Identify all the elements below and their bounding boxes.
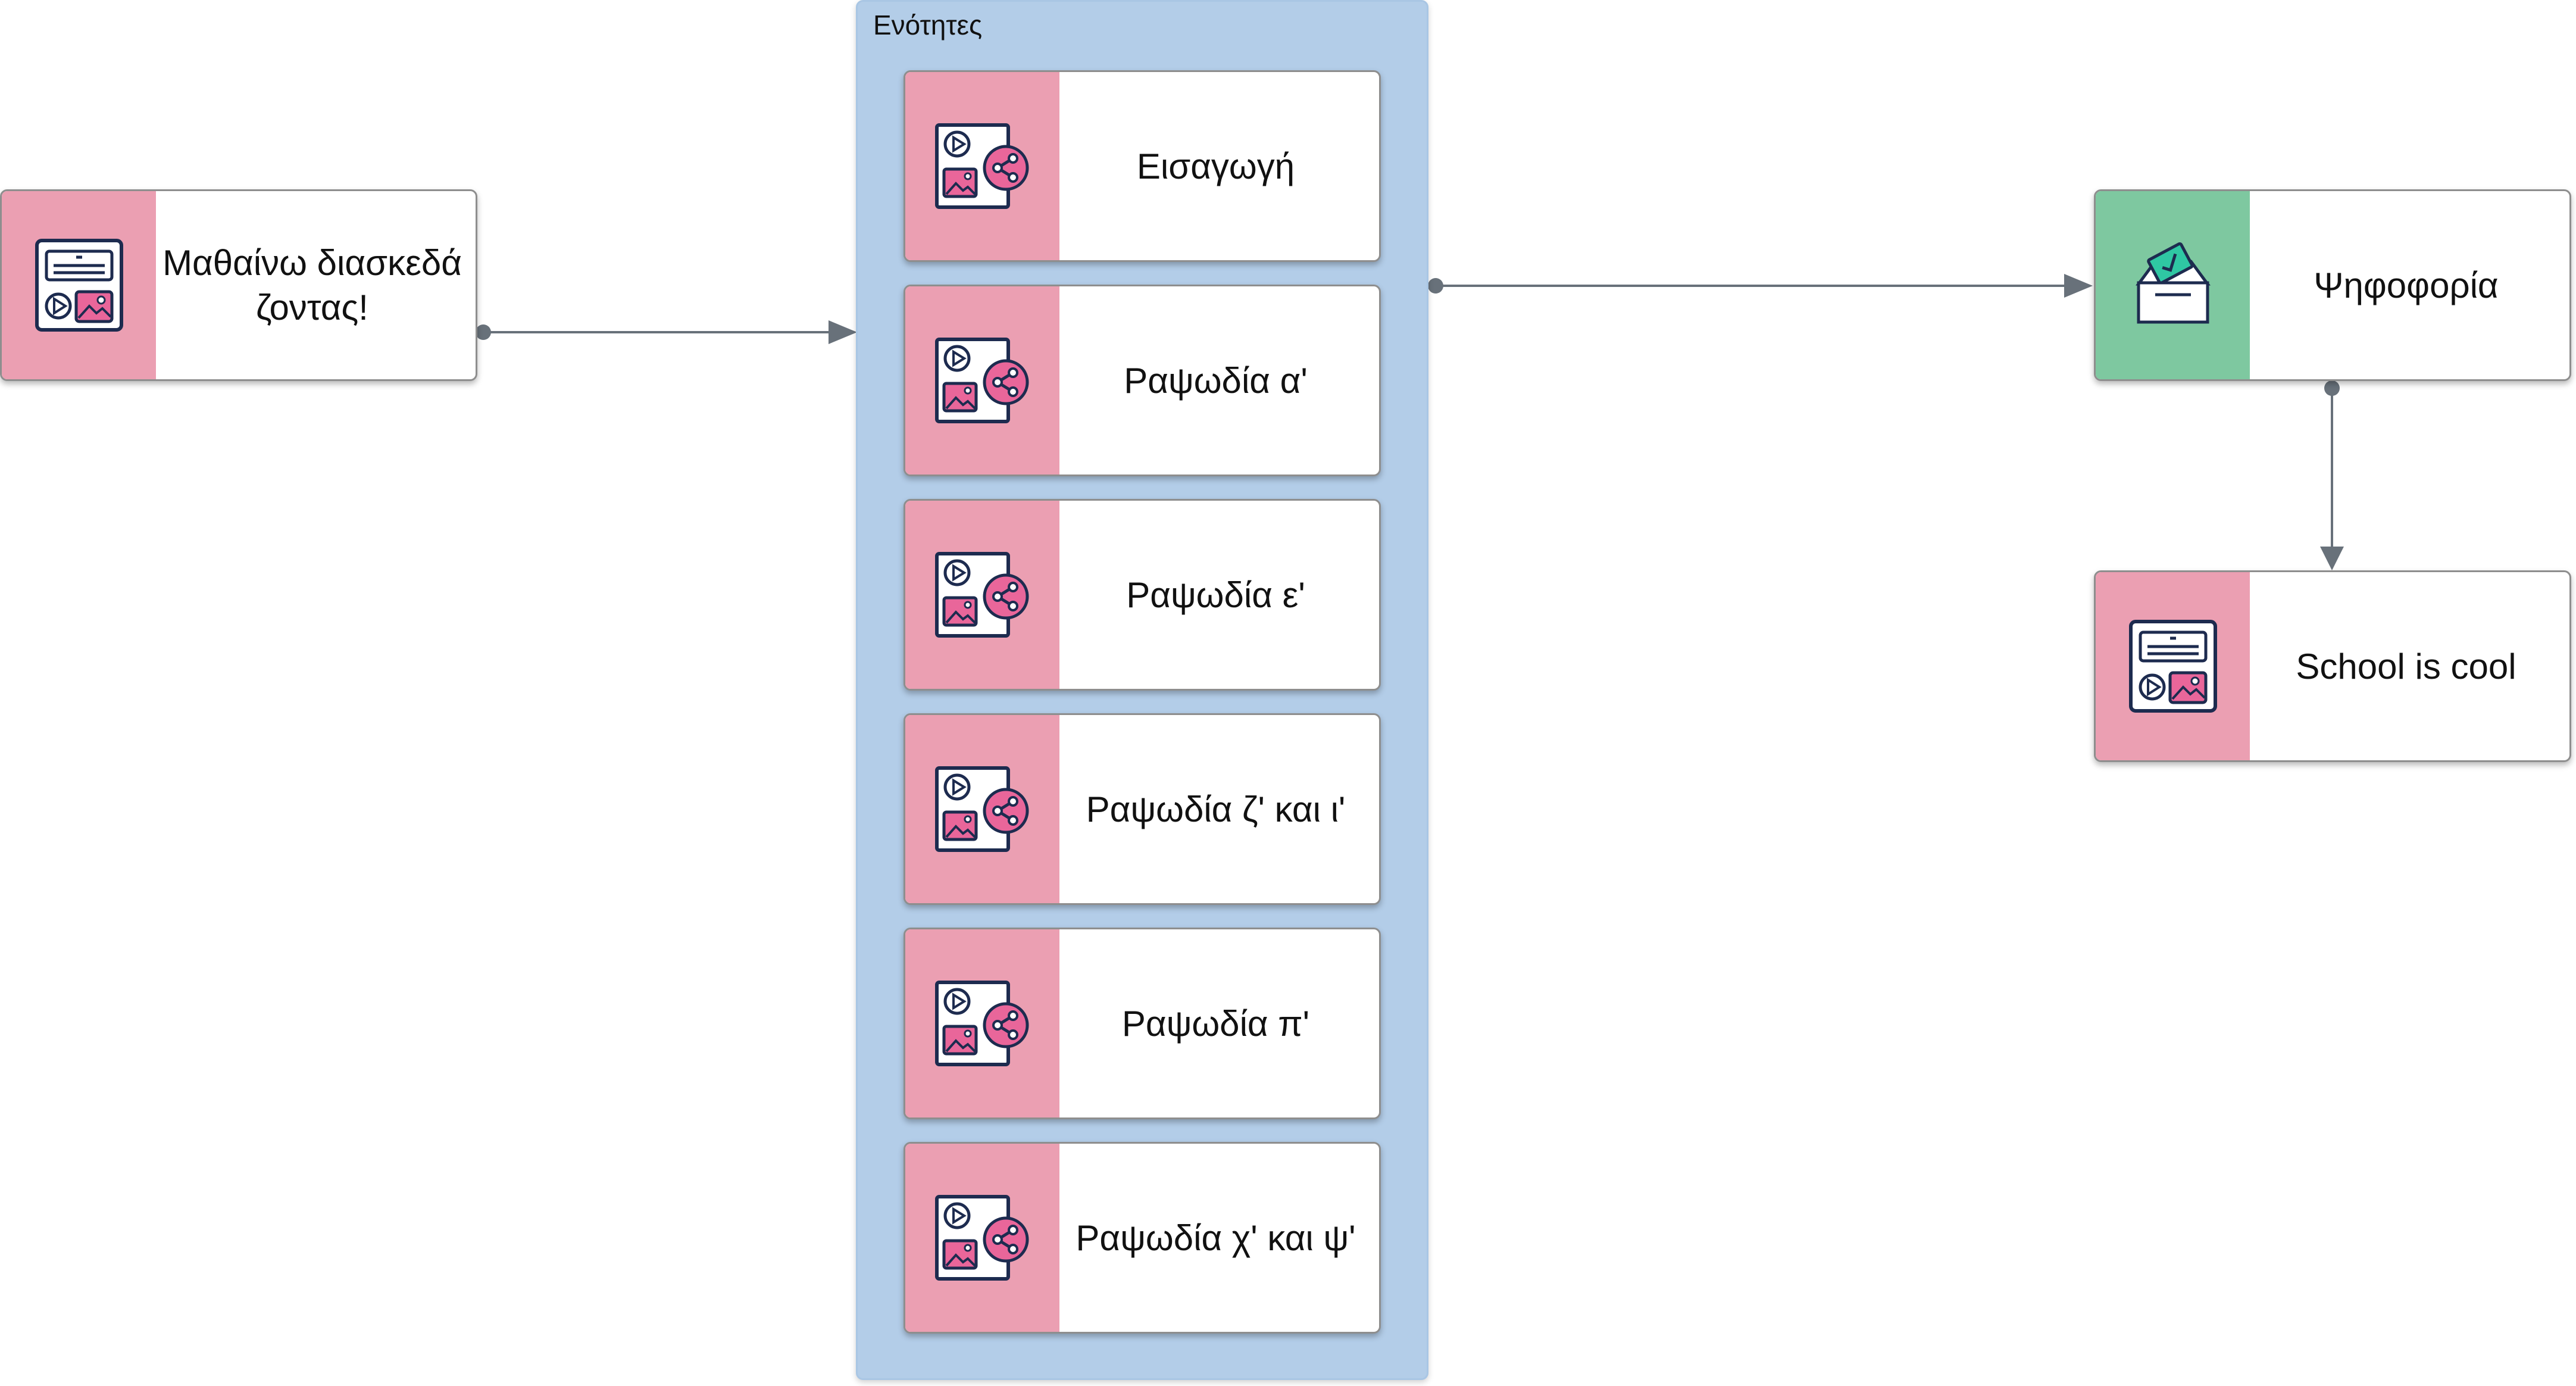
- section-item-label: Ραψωδία α': [1124, 360, 1308, 401]
- section-item-label: Ραψωδία ε': [1126, 575, 1305, 615]
- section-item-side: [905, 929, 1059, 1117]
- ballot-box-icon: [2135, 242, 2211, 324]
- section-item-6[interactable]: Ραψωδία χ' και ψ': [904, 1142, 1381, 1334]
- media-share-icon: [934, 981, 1028, 1066]
- media-share-icon: [934, 552, 1028, 638]
- start-node-label: Μαθαίνω διασκεδάζοντας!: [162, 243, 462, 327]
- connector-vote-to-end: [2320, 380, 2344, 570]
- start-node-side: [2, 191, 156, 379]
- layout-media-icon: [2128, 620, 2217, 713]
- section-item-label: Εισαγωγή: [1136, 146, 1295, 186]
- section-item-label: Ραψωδία χ' και ψ': [1076, 1218, 1356, 1258]
- media-share-icon: [934, 766, 1028, 852]
- section-item-label: Ραψωδία π': [1121, 1003, 1310, 1044]
- end-node[interactable]: School is cool: [2094, 570, 2571, 762]
- section-item-side: [905, 715, 1059, 903]
- layout-media-icon: [35, 239, 123, 332]
- end-node-side: [2096, 572, 2250, 760]
- section-item-side: [905, 72, 1059, 260]
- connector-group-to-vote: [1428, 274, 2093, 298]
- media-share-icon: [934, 1195, 1028, 1281]
- section-item-side: [905, 501, 1059, 689]
- section-item-1[interactable]: Εισαγωγή: [904, 70, 1381, 262]
- section-item-side: [905, 286, 1059, 475]
- section-item-2[interactable]: Ραψωδία α': [904, 285, 1381, 476]
- section-item-label: Ραψωδία ζ' και ι': [1086, 789, 1346, 829]
- section-item-side: [905, 1144, 1059, 1332]
- vote-node[interactable]: Ψηφοφορία: [2094, 189, 2571, 381]
- section-item-4[interactable]: Ραψωδία ζ' και ι': [904, 713, 1381, 905]
- start-node[interactable]: Μαθαίνω διασκεδάζοντας!: [0, 189, 477, 381]
- vote-node-label: Ψηφοφορία: [2314, 265, 2499, 305]
- section-item-5[interactable]: Ραψωδία π': [904, 928, 1381, 1119]
- section-item-3[interactable]: Ραψωδία ε': [904, 499, 1381, 691]
- connector-start-to-group: [476, 320, 857, 344]
- media-share-icon: [934, 123, 1028, 209]
- end-node-label: School is cool: [2296, 646, 2516, 686]
- sections-group-title: Ενότητες: [873, 10, 983, 40]
- media-share-icon: [934, 338, 1028, 423]
- vote-node-side: [2096, 191, 2250, 379]
